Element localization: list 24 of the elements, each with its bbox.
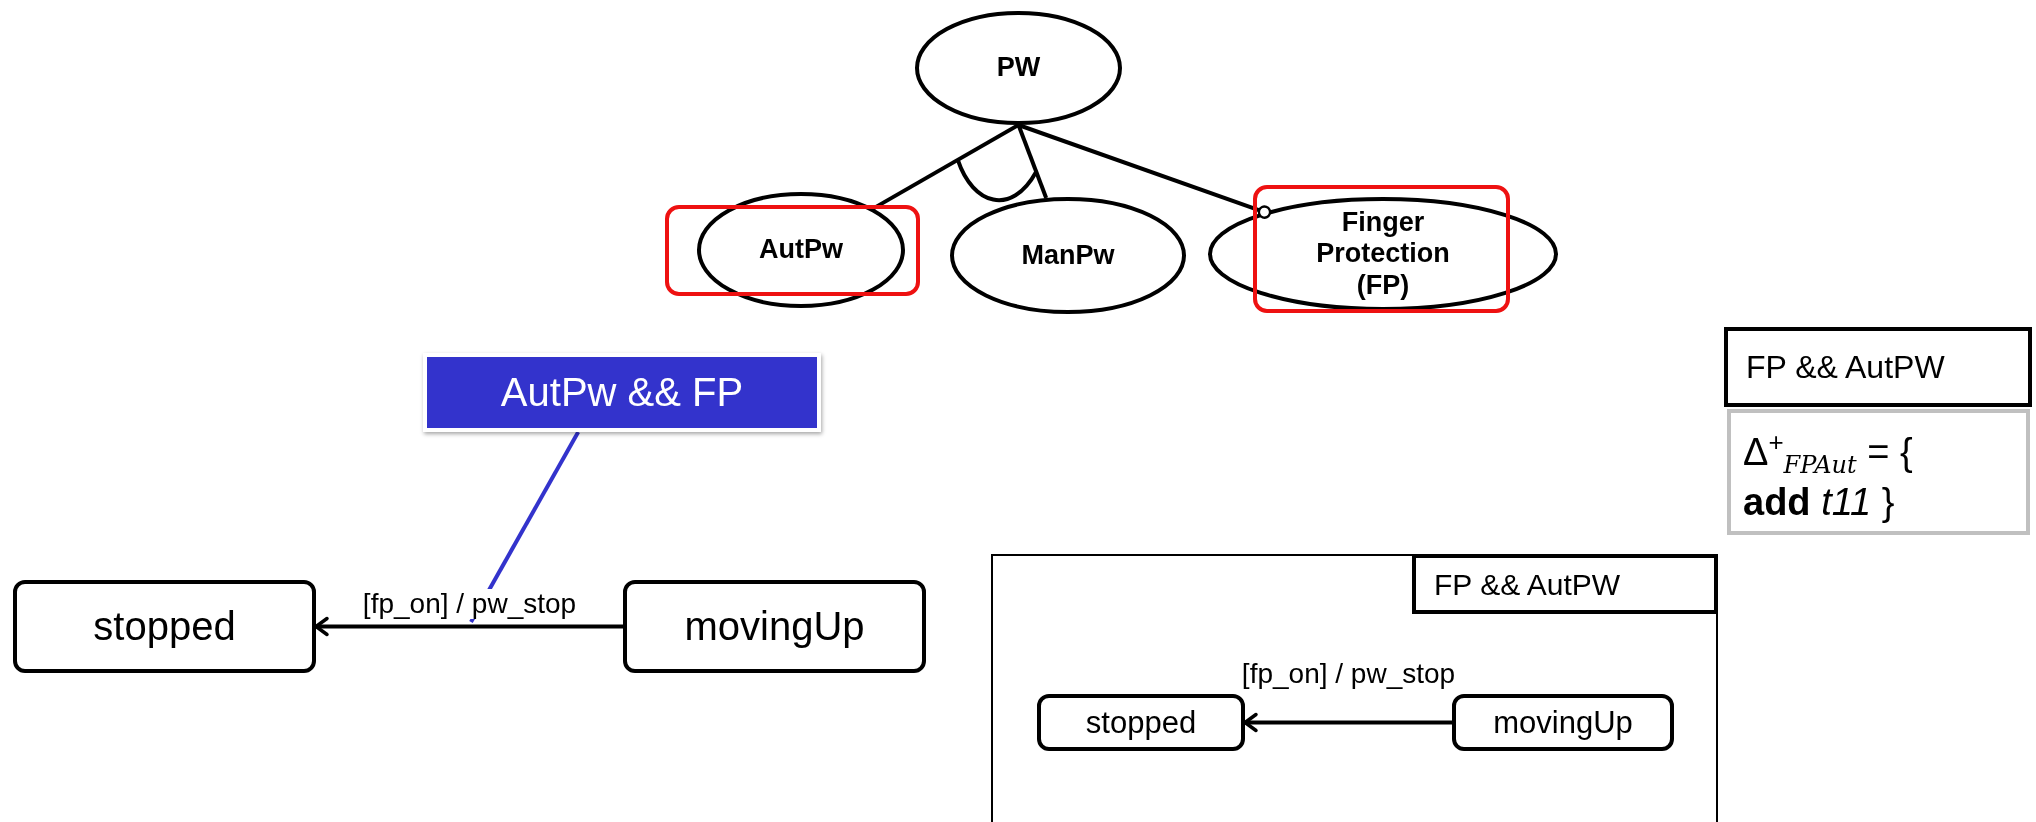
state-box: [1452, 694, 1674, 751]
transition-arrow: [314, 616, 623, 637]
feature-ellipse: [697, 192, 905, 308]
feature-ellipse: [1208, 197, 1558, 311]
feature-name: ManPw: [1021, 239, 1115, 271]
root-feature-ellipse: [915, 11, 1122, 125]
feature-link: [1016, 124, 1049, 199]
transition-arrow: [1243, 712, 1452, 733]
feature-name: AutPw: [759, 234, 843, 266]
state-box: [13, 580, 316, 673]
state-name: movingUp: [1493, 704, 1633, 741]
frame-title-tab: FP && AutPW: [1412, 554, 1718, 614]
condition-header: FP && AutPW: [1724, 327, 2032, 407]
optional-feature-link: [1017, 123, 1272, 219]
feature-name: PW: [996, 52, 1041, 84]
feature-ellipse: [950, 197, 1186, 314]
state-name: stopped: [93, 604, 236, 649]
state-box: [1037, 694, 1245, 751]
callout-text: AutPw && FP: [500, 370, 744, 415]
state-name: stopped: [1085, 704, 1197, 741]
delta-formula: Δ$^{+}$$_{FPAut}$ = { add t11 }: [1727, 409, 2030, 535]
state-name: movingUp: [684, 604, 865, 649]
state-box: [623, 580, 926, 673]
feature-name: Finger Protection (FP): [1315, 207, 1451, 301]
